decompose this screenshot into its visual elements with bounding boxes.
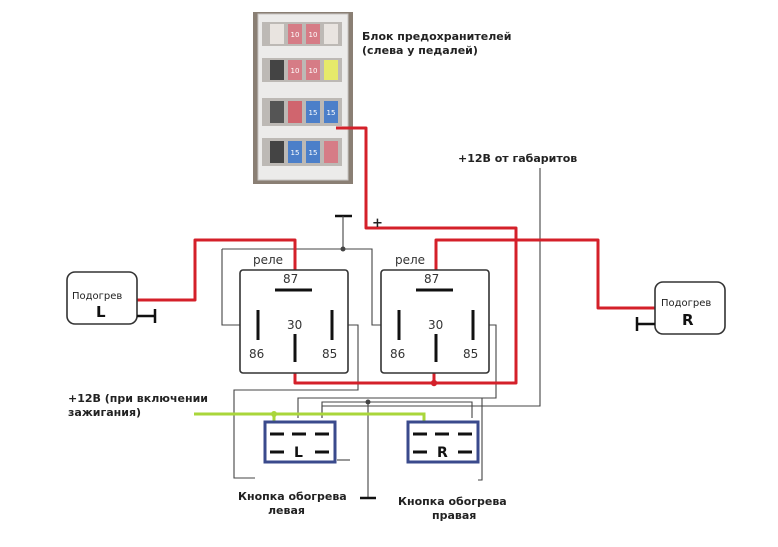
fuse-block-photo: 10 10 10 10 15 15 15 15 bbox=[253, 12, 353, 184]
button-right: R bbox=[406, 420, 480, 464]
button-right-letter: R bbox=[437, 445, 448, 461]
fuse-r2c3 bbox=[306, 60, 320, 80]
fuse-block-sublabel: (слева у педалей) bbox=[362, 44, 478, 57]
left-heater-side: L bbox=[96, 303, 106, 321]
fuse-r1c4 bbox=[324, 24, 338, 44]
relay-right-pin-86: 86 bbox=[390, 347, 405, 361]
button-left: L bbox=[263, 420, 337, 464]
button-right-caption-2: правая bbox=[432, 509, 476, 522]
fuse-label-6: 15 bbox=[327, 109, 336, 117]
ignition-sublabel: зажигания) bbox=[68, 406, 141, 419]
fuse-r3c2 bbox=[288, 101, 302, 123]
fuse-label-3: 10 bbox=[291, 67, 300, 75]
relay-left-pin-85: 85 bbox=[322, 347, 337, 361]
relay-left: реле 87 30 86 85 bbox=[239, 253, 349, 374]
relay-left-pin-86: 86 bbox=[249, 347, 264, 361]
fuse-label-7: 15 bbox=[291, 149, 300, 157]
relay-right-pin-30: 30 bbox=[428, 318, 443, 332]
fuse-r4c4 bbox=[324, 141, 338, 163]
relay-left-title: реле bbox=[253, 253, 283, 267]
fuse-r4c2 bbox=[288, 141, 302, 163]
park-lights-label: +12В от габаритов bbox=[458, 152, 577, 165]
left-heater-title: Подогрев bbox=[72, 291, 122, 302]
ignition-label: +12В (при включении bbox=[68, 392, 208, 405]
relay-right-title: реле bbox=[395, 253, 425, 267]
button-left-caption: Кнопка обогрева bbox=[238, 490, 347, 503]
fuse-label-5: 15 bbox=[309, 109, 318, 117]
fuse-r3c3 bbox=[306, 101, 320, 123]
fuse-r4c3 bbox=[306, 141, 320, 163]
fuse-r2c1 bbox=[270, 60, 284, 80]
button-left-letter: L bbox=[294, 445, 303, 461]
fuse-label-4: 10 bbox=[309, 67, 318, 75]
fuse-r2c2 bbox=[288, 60, 302, 80]
fuse-block-label: Блок предохранителей bbox=[362, 30, 511, 43]
fuse-r4c1 bbox=[270, 141, 284, 163]
button-left-caption-2: левая bbox=[268, 504, 305, 517]
plus-sign: + bbox=[372, 216, 383, 231]
relay-right: реле 87 30 86 85 bbox=[380, 253, 490, 374]
left-heater: Подогрев L bbox=[66, 271, 157, 325]
fuse-label-2: 10 bbox=[309, 31, 318, 39]
fuse-r3c4 bbox=[324, 101, 338, 123]
fuse-r1c3 bbox=[306, 24, 320, 44]
fuse-r1c1 bbox=[270, 24, 284, 44]
relay-left-pin-30: 30 bbox=[287, 318, 302, 332]
fuse-r1c2 bbox=[288, 24, 302, 44]
right-heater: Подогрев R bbox=[635, 281, 726, 335]
button-right-caption: Кнопка обогрева bbox=[398, 495, 507, 508]
right-heater-side: R bbox=[682, 311, 694, 329]
relay-right-pin-87: 87 bbox=[424, 272, 439, 286]
fuse-label-8: 15 bbox=[309, 149, 318, 157]
right-heater-title: Подогрев bbox=[661, 298, 711, 309]
fuse-r2c4 bbox=[324, 60, 338, 80]
relay-right-pin-85: 85 bbox=[463, 347, 478, 361]
fuse-label-1: 10 bbox=[291, 31, 300, 39]
fuse-r3c1 bbox=[270, 101, 284, 123]
relay-left-pin-87: 87 bbox=[283, 272, 298, 286]
signal-wires bbox=[221, 168, 541, 500]
